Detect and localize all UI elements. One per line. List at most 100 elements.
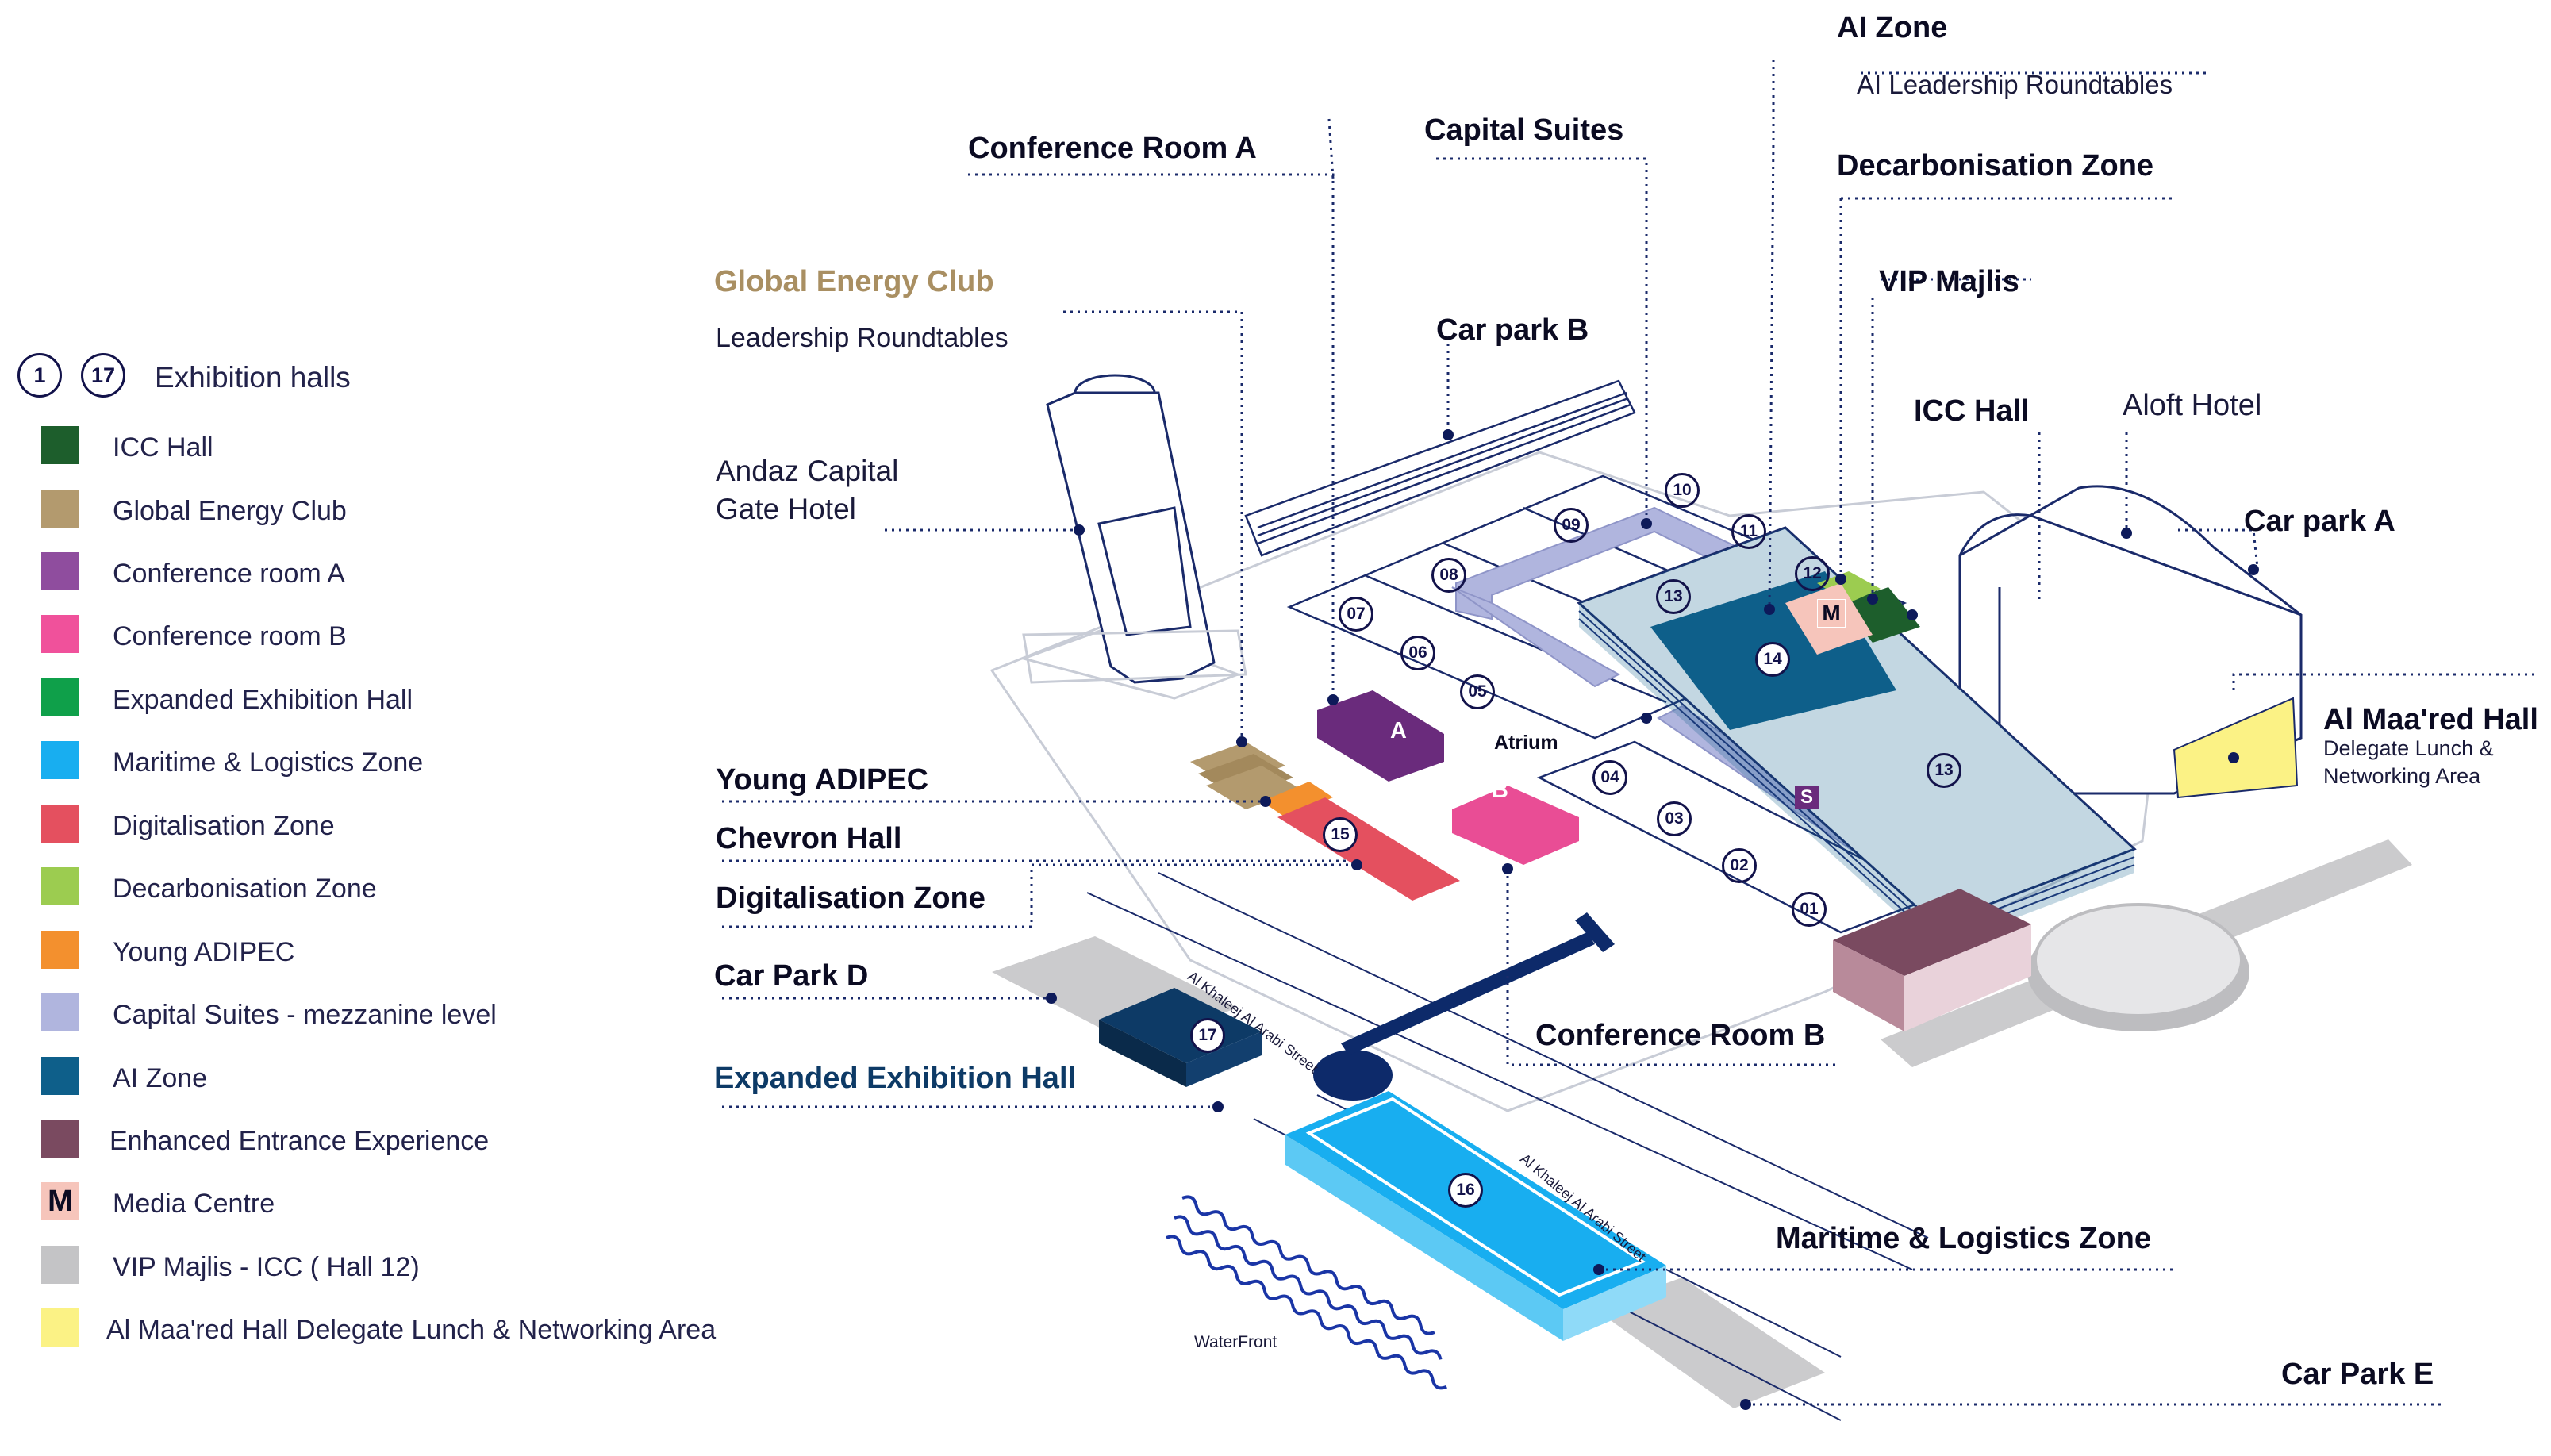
conf-room-a-block xyxy=(1317,690,1444,782)
hall-16-block xyxy=(1285,1091,1666,1341)
legend-label: Global Energy Club xyxy=(113,496,347,526)
chevron-hall-title: Chevron Hall xyxy=(716,822,902,855)
andaz-label-line1: Andaz Capital xyxy=(716,455,899,487)
legend-label: Media Centre xyxy=(113,1189,275,1219)
car-park-b-title: Car park B xyxy=(1436,313,1589,347)
hall-13-north-icon: 13 xyxy=(1656,579,1691,614)
hall-06-icon: 06 xyxy=(1400,636,1435,670)
enhanced-entrance-block xyxy=(1833,889,2031,1031)
car-park-e-title: Car Park E xyxy=(2281,1358,2434,1391)
vip-majlis-title: VIP Majlis xyxy=(1879,265,2019,298)
swatch-icon xyxy=(40,488,81,529)
media-centre-mark: M xyxy=(1817,599,1846,628)
digitalisation-block xyxy=(1277,797,1460,901)
hall-01-icon: 01 xyxy=(1792,892,1827,927)
hall-13-south-icon: 13 xyxy=(1927,753,1961,788)
car-park-e-area xyxy=(1595,1277,1825,1408)
hall-09-icon: 09 xyxy=(1554,508,1589,543)
swatch-icon xyxy=(40,1118,81,1159)
hall-15-icon: 15 xyxy=(1323,817,1358,852)
legend-label: Young ADIPEC xyxy=(113,937,295,967)
maritime-zone-title: Maritime & Logistics Zone xyxy=(1776,1222,2151,1255)
legend-label: Maritime & Logistics Zone xyxy=(113,747,424,778)
swatch-icon xyxy=(40,425,81,466)
legend-label: Enhanced Entrance Experience xyxy=(109,1126,490,1156)
global-energy-club-block xyxy=(1190,742,1301,809)
car-park-d-title: Car Park D xyxy=(714,959,869,993)
car-park-b-building xyxy=(1244,379,1636,557)
al-maared-yellow xyxy=(2173,697,2299,799)
decarbonisation-block xyxy=(1817,571,1881,603)
atrium-label: Atrium xyxy=(1494,732,1558,754)
leadership-roundtables-label: Leadership Roundtables xyxy=(716,323,1008,353)
swatch-icon xyxy=(40,740,81,781)
room-b-mark: B xyxy=(1492,778,1508,803)
hall-07-icon: 07 xyxy=(1339,597,1373,632)
legend-label: Conference room B xyxy=(113,621,347,651)
hall-circle-17-icon: 17 xyxy=(81,353,125,398)
legend-label: Al Maa'red Hall Delegate Lunch & Network… xyxy=(106,1315,717,1345)
hall-11-icon: 11 xyxy=(1731,514,1766,549)
legend-label: Conference room A xyxy=(113,559,345,589)
conference-room-b-title: Conference Room B xyxy=(1535,1019,1826,1052)
roads xyxy=(992,839,2412,1408)
capital-suites-title: Capital Suites xyxy=(1424,113,1624,147)
young-adipec-block xyxy=(1262,782,1333,817)
swatch-icon xyxy=(40,613,81,655)
global-energy-club-title: Global Energy Club xyxy=(714,265,994,298)
swatch-icon xyxy=(40,992,81,1033)
media-m-icon: M xyxy=(40,1181,81,1222)
legend-halls-label: Exhibition halls xyxy=(155,361,351,394)
andaz-tower xyxy=(1022,374,1247,684)
legend-label: Digitalisation Zone xyxy=(113,811,335,841)
bridge xyxy=(1341,932,1595,1055)
andaz-label-line2: Gate Hotel xyxy=(716,493,856,525)
swatch-icon xyxy=(40,1055,81,1097)
aloft-hotel-label: Aloft Hotel xyxy=(2123,389,2262,422)
hall-03-icon: 03 xyxy=(1657,801,1692,836)
hall-05-icon: 05 xyxy=(1460,674,1495,709)
waterfront-waves xyxy=(1166,1195,1447,1390)
conference-room-a-title: Conference Room A xyxy=(968,132,1257,165)
leader-lines xyxy=(722,60,2539,1406)
swatch-icon xyxy=(40,551,81,592)
swatch-icon xyxy=(40,803,81,844)
aloft-hotel xyxy=(1958,485,2303,795)
hall-17-rotunda xyxy=(1313,1050,1393,1101)
hall-12-icon: 12 xyxy=(1795,556,1830,591)
icc-hall-title: ICC Hall xyxy=(1914,394,2030,428)
expanded-exhibition-hall-title: Expanded Exhibition Hall xyxy=(714,1062,1077,1095)
ai-roundtables-label: AI Leadership Roundtables xyxy=(1857,70,2173,99)
al-maared-hall-title: Al Maa'red Hall xyxy=(2323,703,2538,736)
car-park-a-title: Car park A xyxy=(2244,505,2395,538)
bridge-t xyxy=(1575,912,1615,952)
waterfront-label: WaterFront xyxy=(1194,1333,1277,1351)
room-a-mark: A xyxy=(1390,718,1407,743)
hall-16-icon: 16 xyxy=(1448,1173,1483,1208)
swatch-icon xyxy=(40,866,81,907)
swatch-icon xyxy=(40,929,81,970)
digitalisation-zone-title: Digitalisation Zone xyxy=(716,882,985,915)
swatch-icon xyxy=(40,677,81,718)
legend-label: Capital Suites - mezzanine level xyxy=(113,1000,497,1030)
legend-label: Decarbonisation Zone xyxy=(113,874,377,904)
al-maared-sub-line1: Delegate Lunch & xyxy=(2323,736,2494,760)
swatch-icon xyxy=(40,1244,81,1285)
hall-02-icon: 02 xyxy=(1722,848,1757,883)
conf-room-b-block xyxy=(1452,786,1579,865)
legend-label: ICC Hall xyxy=(113,432,213,463)
leader-dots xyxy=(1046,429,2259,1410)
swatch-icon xyxy=(40,1307,81,1348)
legend-label: VIP Majlis - ICC ( Hall 12) xyxy=(113,1252,420,1282)
legend-label: AI Zone xyxy=(113,1063,208,1093)
suites-mark: S xyxy=(1795,786,1819,809)
hall-08-icon: 08 xyxy=(1431,558,1466,593)
icc-hall-block xyxy=(1841,587,1920,643)
hall-14-icon: 14 xyxy=(1755,642,1790,677)
hall-circle-1-icon: 1 xyxy=(17,353,62,398)
decarbonisation-zone-title: Decarbonisation Zone xyxy=(1837,149,2154,182)
hall-04-icon: 04 xyxy=(1592,760,1627,795)
al-maared-sub-line2: Networking Area xyxy=(2323,764,2481,788)
hall-10-icon: 10 xyxy=(1665,473,1700,508)
